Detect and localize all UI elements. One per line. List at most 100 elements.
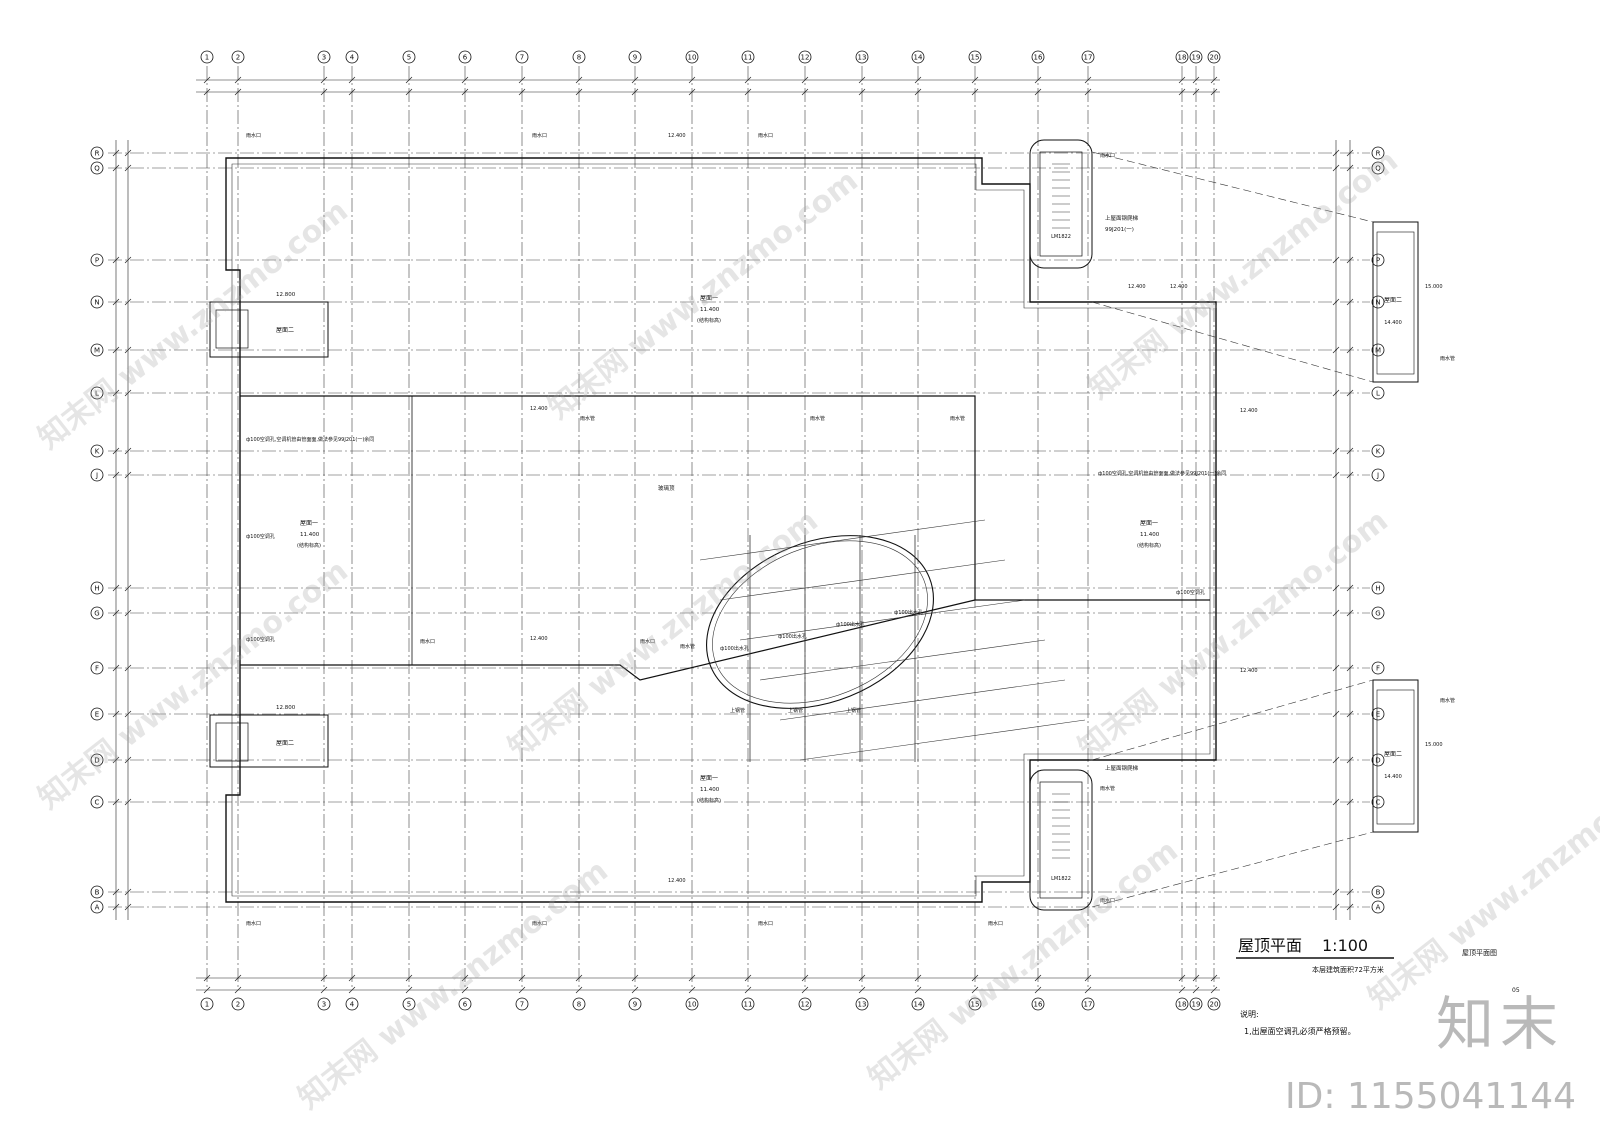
dimension-tick (1192, 88, 1200, 96)
elevation-label: 12.800 (276, 292, 296, 298)
axis-label-row: N (94, 299, 99, 307)
dimension-tick (744, 986, 752, 994)
axis-label-row: P (95, 257, 99, 265)
dimension-tick (234, 88, 242, 96)
axis-label-row: F (1376, 665, 1380, 673)
dimension-tick (124, 256, 132, 264)
axis-label-row: E (95, 711, 99, 719)
dimension-tick (112, 164, 120, 172)
outlet-label: ф100出水孔 (836, 621, 865, 628)
stair-core (1039, 781, 1083, 899)
axis-label-row: R (1376, 150, 1381, 158)
axis-label-column: 12 (801, 54, 810, 62)
dimension-tick (234, 76, 242, 84)
dimension-tick (112, 903, 120, 911)
dimension-tick (744, 76, 752, 84)
axis-bubble (1081, 997, 1095, 1011)
dimension-tick (112, 798, 120, 806)
dimension-tick (124, 903, 132, 911)
axis-label-column: 16 (1034, 54, 1043, 62)
elevation-label: 15.000 (1425, 284, 1443, 290)
axis-bubble (1031, 50, 1045, 64)
drain-pipe-label: 雨水管 (810, 415, 825, 422)
dimension-tick (348, 974, 356, 982)
axis-bubble (90, 606, 104, 620)
elevation-label: 12.400 (668, 133, 686, 139)
stair-core (1039, 151, 1083, 257)
dimension-tick (112, 298, 120, 306)
dimension-tick (1178, 986, 1186, 994)
axis-bubble (1371, 795, 1385, 809)
axis-bubble (90, 885, 104, 899)
up-label: 上钢管 (730, 707, 745, 714)
dimension-tick (971, 974, 979, 982)
axis-label-column: 2 (236, 1001, 240, 1009)
dimension-tick (112, 888, 120, 896)
dimension-tick (112, 346, 120, 354)
dimension-tick (1192, 76, 1200, 84)
dimension-tick (320, 76, 328, 84)
elevation-label: 12.400 (1240, 668, 1258, 674)
axis-bubble (90, 468, 104, 482)
axis-label-column: 4 (350, 54, 355, 62)
ac-note: ф100空调孔,空调机管由管面面,做法参见99J201(一)余同 (246, 436, 374, 443)
image-id: ID: 1155041144 (1285, 1076, 1576, 1117)
sheet-number: 05 (1512, 987, 1520, 994)
dimension-tick (1346, 164, 1354, 172)
dimension-tick (348, 986, 356, 994)
dimension-tick (631, 974, 639, 982)
dimension-tick (348, 76, 356, 84)
dimension-tick (1332, 798, 1340, 806)
axis-bubble (1175, 997, 1189, 1011)
axis-bubble (1371, 753, 1385, 767)
axis-bubble (1175, 50, 1189, 64)
struct-label: (结构标高) (1137, 542, 1161, 549)
dimension-tick (1178, 88, 1186, 96)
axis-label-column: 14 (914, 54, 923, 62)
drain-outlet-label: 雨水口 (758, 132, 773, 139)
dimension-tick (1332, 903, 1340, 911)
axis-bubble (685, 50, 699, 64)
elevation-label: 14.400 (1384, 774, 1402, 780)
dimension-tick (461, 88, 469, 96)
axis-bubble (798, 997, 812, 1011)
dimension-tick (1210, 974, 1218, 982)
axis-bubble (1371, 161, 1385, 175)
up-label: 上钢管 (846, 707, 861, 714)
dimension-tick (1346, 664, 1354, 672)
dimension-tick (1332, 584, 1340, 592)
dimension-tick (1332, 447, 1340, 455)
drain-pipe-label: 雨水管 (1440, 697, 1455, 704)
dimension-tick (1034, 974, 1042, 982)
roof-one-label: 屋面一 (300, 520, 318, 527)
axis-label-column: 14 (914, 1001, 923, 1009)
dimension-tick (112, 389, 120, 397)
drain-pipe-label: 雨水管 (1440, 355, 1455, 362)
dimension-tick (234, 986, 242, 994)
axis-bubble (231, 50, 245, 64)
axis-bubble (90, 343, 104, 357)
drain-outlet-label: 雨水口 (532, 920, 547, 927)
axis-label-row: B (1376, 889, 1381, 897)
door-label: LM1822 (1051, 234, 1071, 240)
dimension-tick (518, 76, 526, 84)
stair-tower-outline (1029, 769, 1093, 911)
dimension-tick (1346, 471, 1354, 479)
axis-bubble (1371, 900, 1385, 914)
dimension-tick (801, 986, 809, 994)
dimension-tick (1346, 609, 1354, 617)
dimension-tick (1332, 256, 1340, 264)
dimension-tick (203, 986, 211, 994)
elevation-label: 11.400 (300, 532, 320, 538)
axis-bubble (1207, 50, 1221, 64)
elevation-label: 12.800 (276, 705, 296, 711)
brand-logo-text: 知末 (1435, 990, 1564, 1058)
axis-bubble (741, 997, 755, 1011)
axis-bubble (968, 997, 982, 1011)
drain-pipe-label: 雨水管 (1100, 785, 1115, 792)
dimension-tick (112, 447, 120, 455)
dimension-tick (1346, 389, 1354, 397)
ac-note: ф100空调孔,空调机管由管面面,做法参见99J201(一)余同 (1098, 470, 1226, 477)
dimension-tick (1178, 974, 1186, 982)
axis-label-row: D (1375, 757, 1380, 765)
